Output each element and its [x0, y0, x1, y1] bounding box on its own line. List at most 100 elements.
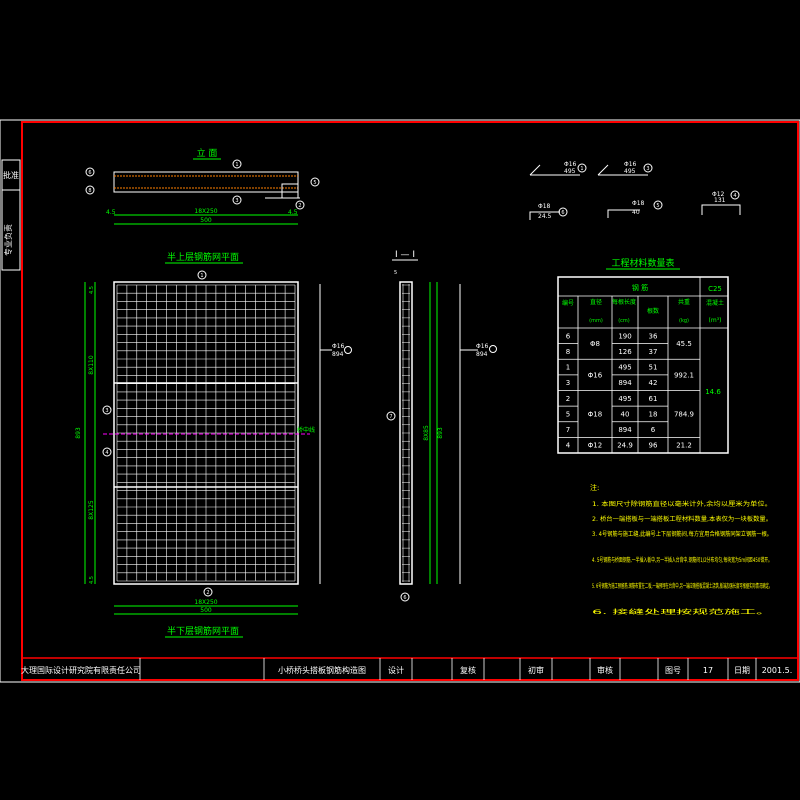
section-dim-top: 5 [394, 270, 397, 276]
review-label: 初审 [528, 665, 544, 675]
bottom-plan-title: 半下层钢筋网平面 [167, 625, 239, 637]
top-plan-title: 半上层钢筋网平面 [167, 251, 239, 263]
table-cell: 8 [566, 348, 570, 356]
section-outline [399, 281, 413, 585]
table-cell: 45.5 [676, 340, 692, 348]
table-concrete-unit: (m³) [709, 317, 722, 324]
plan-circle-4: 4 [105, 450, 108, 456]
bar-shape-4-mark: 4 [733, 193, 736, 199]
table-cell: 784.9 [674, 410, 694, 418]
drawing-no-label: 图号 [665, 666, 681, 675]
table-cell: 40 [621, 410, 630, 418]
table-cell: 61 [649, 395, 658, 403]
section-title: I — I [395, 250, 415, 260]
notes-heading: 注: [590, 483, 599, 492]
table-cell: 96 [649, 442, 658, 450]
table-cell: Φ12 [588, 442, 602, 450]
note-item: 5. 6号钢筋为施工预留筋,钢筋布置在二板,一端预埋在台背中,另一端应随搭板混凝… [592, 582, 772, 590]
table-cell: 6 [651, 426, 656, 434]
table-cell: 5 [566, 410, 570, 418]
table-concrete-value: 14.6 [705, 388, 721, 396]
elev-circle-8: 8 [88, 188, 91, 194]
elevation-callout-circles: 6 8 1 3 5 2 [85, 159, 320, 210]
plan-dim-lower: 8X125 [88, 500, 95, 520]
table-cell: Φ18 [588, 410, 602, 418]
design-label: 设计 [388, 665, 404, 675]
table-cell: 894 [618, 426, 632, 434]
elevation-title: 立 面 [197, 147, 218, 159]
table-cell: 894 [618, 379, 632, 387]
bar-shape-1-mark: 1 [580, 166, 583, 172]
notes-block: 注: 1. 本图尺寸除钢筋直径以毫米计外,余均以厘米为单位。 2. 桥台一端搭板与… [590, 483, 772, 616]
table-header-4: 共重 [678, 298, 690, 306]
company-name: 大理国际设计研究院有限责任公司 [21, 665, 141, 675]
date-label: 日期 [734, 666, 750, 675]
bar-shape-5-dia: Φ18 [632, 200, 645, 207]
table-cell: 7 [566, 426, 570, 434]
plan-circle-3: 3 [105, 408, 108, 414]
bar-shape-6-dia: Φ18 [538, 203, 551, 210]
plan-dim-mid-width: 18X250 [194, 599, 217, 606]
elev-circle-2: 2 [298, 203, 301, 209]
note-item: 1. 本图尺寸除钢筋直径以毫米计外,余均以厘米为单位。 [592, 500, 772, 508]
plan-dim-bottom: 4.5 [89, 576, 95, 584]
bar-shape-6-mark: 6 [561, 210, 564, 216]
recheck-label: 复核 [460, 665, 476, 675]
table-cell: 18 [649, 410, 658, 418]
plan-dim-width: 500 [200, 607, 212, 614]
note-item: 6. 接缝处理按规范施工。 [592, 608, 772, 616]
bar-shape-5-len: 40 [632, 209, 640, 216]
table-cell: 495 [618, 395, 631, 403]
table-unit-2: (cm) [618, 318, 630, 324]
sheet-outer-frame [0, 119, 800, 683]
plan-side-label: 桥中线 [297, 426, 315, 434]
table-cell: 42 [649, 379, 658, 387]
note-item: 3. 4号钢筋与施工缝,此编号上下层钢筋间,每方宜用合格钢筋同架立钢筋一根。 [592, 530, 772, 538]
plan-bar-label-2: 894 [332, 351, 344, 358]
table-cell: 2 [566, 395, 570, 403]
plan-dim-upper: 8X110 [88, 355, 95, 375]
table-cell: 51 [649, 364, 658, 372]
table-cell: 4 [566, 442, 571, 450]
table-cell: 24.9 [617, 442, 633, 450]
elevation-slab [113, 171, 299, 193]
bar-shape-3-len: 495 [624, 168, 636, 175]
table-header-0: 编号 [562, 299, 574, 307]
elevation-view: 立 面 4.5 18X250 4.5 500 6 8 1 3 5 2 [85, 147, 320, 225]
elev-circle-6: 6 [88, 170, 91, 176]
drawing-name: 小桥桥头搭板钢筋构造图 [278, 665, 366, 675]
section-dim-total: 893 [437, 427, 444, 439]
side-tab-1: 批准 [3, 170, 19, 180]
table-cell: 6 [566, 332, 571, 340]
table-header-1: 直径 [590, 298, 602, 306]
elev-circle-5: 5 [313, 180, 316, 186]
table-cell: 36 [649, 332, 658, 340]
plan-callout-circles: 1 2 3 4 [102, 270, 213, 597]
table-cell: 3 [566, 379, 570, 387]
table-cell: 992.1 [674, 371, 694, 379]
bar-shape-1-len: 495 [564, 168, 576, 175]
section-circle-6: 6 [403, 595, 406, 601]
section-dim-mid: 8X85 [423, 425, 430, 441]
elev-dim-right: 4.5 [288, 209, 298, 216]
table-header-3: 根数 [647, 307, 659, 315]
note-item: 2. 桥台一端搭板与一端搭板工程材料数量,本表仅为一块板数量。 [592, 515, 772, 523]
plan-circle-2: 2 [206, 590, 209, 596]
note-item: 4. 5号钢筋与桥面钢筋,一半插入板中,另一半插入台背中,钢筋间1/2分布均匀,… [592, 556, 772, 564]
elev-circle-3: 3 [235, 198, 238, 204]
section-rebar [402, 284, 410, 582]
bar-shape-4-dia: Φ12 [712, 191, 725, 198]
side-tabs: 批准 专业负责 [1, 159, 21, 271]
side-tab-2: 专业负责 [3, 224, 13, 256]
table-cell: 37 [649, 348, 658, 356]
table-cell: Φ8 [590, 340, 600, 348]
table-cell: 1 [566, 364, 570, 372]
section-view: I — I 5 8X85 893 Φ16 894 7 6 [386, 250, 497, 602]
table-cell: 190 [618, 332, 631, 340]
bar-shape-6-len: 24.5 [538, 213, 552, 220]
section-circle-7: 7 [389, 414, 392, 420]
elev-dim-mid: 18X250 [194, 208, 217, 215]
table-title: 工程材料数量表 [611, 257, 674, 269]
approve-label: 审核 [597, 665, 613, 675]
